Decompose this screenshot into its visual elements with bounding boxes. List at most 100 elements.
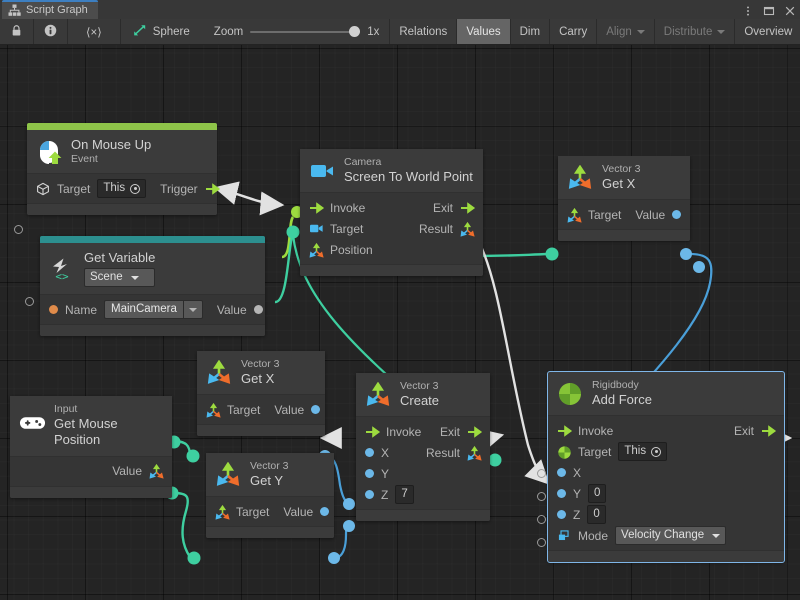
node-vector3-get-y[interactable]: Vector 3 Get Y Target Value [206, 453, 334, 539]
port-row-invoke[interactable]: Invoke Exit [300, 197, 483, 218]
input-socket[interactable] [25, 297, 34, 306]
zoom-control[interactable]: Zoom 1x [204, 19, 391, 44]
node-header: <> Get Variable Scene [40, 243, 265, 296]
x-input-socket[interactable] [537, 469, 546, 478]
zoom-slider[interactable] [250, 26, 361, 38]
node-vector3-get-x-top[interactable]: Vector 3 Get X Target Value [558, 156, 690, 242]
target-field[interactable]: This [97, 179, 147, 199]
port-row-x[interactable]: X [548, 462, 784, 483]
y-input-dot[interactable] [557, 489, 566, 499]
x-input-dot[interactable] [365, 448, 374, 458]
port-label-y: Y [381, 466, 390, 481]
toolbar-button-dim[interactable]: Dim [511, 19, 551, 44]
z-value-field[interactable]: 7 [395, 485, 414, 505]
port-row-z[interactable]: Z 0 [548, 504, 784, 525]
value-output-dot[interactable] [672, 210, 682, 220]
port-row-mode[interactable]: Mode Velocity Change [548, 525, 784, 546]
port-row-value[interactable]: Value [10, 461, 172, 482]
vector3-icon [460, 221, 475, 237]
port-row-target[interactable]: Target Value [206, 501, 334, 522]
port-row-target[interactable]: Target Result [300, 218, 483, 239]
port-row-name[interactable]: Name MainCamera Value [40, 299, 265, 320]
node-type-label: Add Force [592, 392, 652, 408]
port-row-x[interactable]: X Result [356, 442, 490, 463]
kebab-menu-icon[interactable] [742, 4, 754, 16]
z-input-socket[interactable] [537, 515, 546, 524]
toolbar-button-align[interactable]: Align [597, 19, 655, 44]
value-output-dot[interactable] [311, 405, 321, 415]
port-row-target[interactable]: Target This [548, 441, 784, 462]
toolbar-button-distribute[interactable]: Distribute [655, 19, 736, 44]
close-icon[interactable] [784, 4, 796, 16]
zoom-slider-track [250, 30, 361, 33]
enum-icon [557, 529, 571, 543]
variable-kind-dropdown[interactable]: Scene [84, 268, 156, 288]
graph-canvas[interactable]: On Mouse Up Event Target This [0, 45, 800, 600]
port-label-target: Target [57, 181, 91, 196]
vector3-icon [215, 504, 230, 520]
port-row-target[interactable]: Target Value [558, 204, 690, 225]
mode-input-socket[interactable] [537, 538, 546, 547]
y-value: 0 [594, 487, 601, 500]
chevron-down-icon[interactable] [182, 300, 203, 320]
node-footer [356, 509, 490, 522]
toolbar-button-overview[interactable]: Overview [735, 19, 800, 44]
z-input-dot[interactable] [557, 510, 566, 520]
port-label-invoke: Invoke [578, 423, 614, 438]
port-row-target[interactable]: Target Value [197, 399, 325, 420]
port-row-invoke[interactable]: Invoke Exit [356, 421, 490, 442]
node-get-variable[interactable]: <> Get Variable Scene Name MainCamera [25, 236, 265, 337]
x-input-dot[interactable] [557, 468, 566, 478]
port-row-y[interactable]: Y [356, 463, 490, 484]
node-vector3-create[interactable]: Vector 3 Create Invoke Exit [356, 373, 490, 522]
flow-arrow-icon [309, 201, 325, 215]
node-header: Input Get Mouse Position [10, 396, 172, 457]
node-camera-screen-to-world-point[interactable]: Camera Screen To World Point Invoke Exit [300, 149, 483, 277]
y-value-field[interactable]: 0 [588, 484, 607, 504]
z-value-field[interactable]: 0 [587, 505, 606, 525]
value-output-dot[interactable] [253, 305, 263, 315]
lock-button[interactable] [0, 19, 34, 44]
zoom-slider-handle[interactable] [349, 26, 361, 37]
z-input-dot[interactable] [365, 490, 374, 500]
node-header: Vector 3 Get X [558, 156, 690, 201]
port-label-invoke: Invoke [386, 424, 422, 439]
name-input-dot[interactable] [49, 305, 58, 315]
node-header: Vector 3 Create [356, 373, 490, 418]
toolbar-button-relations[interactable]: Relations [390, 19, 458, 44]
tab-script-graph[interactable]: Script Graph [2, 0, 98, 19]
port-row-invoke[interactable]: Invoke Exit [548, 420, 784, 441]
y-input-dot[interactable] [365, 469, 374, 479]
port-row-target[interactable]: Target This Trigger [27, 178, 220, 199]
node-on-mouse-up[interactable]: On Mouse Up Event Target This [14, 123, 220, 234]
node-type-label: Get X [602, 176, 636, 192]
target-field[interactable]: This [618, 442, 668, 462]
graph-object-chip[interactable]: Sphere [121, 19, 204, 44]
toolbar-button-carry[interactable]: Carry [550, 19, 598, 44]
maximize-icon[interactable] [763, 4, 775, 16]
target-field-value: This [624, 445, 647, 458]
node-footer [10, 485, 172, 498]
port-row-y[interactable]: Y 0 [548, 483, 784, 504]
y-input-socket[interactable] [537, 492, 546, 501]
port-row-z[interactable]: Z 7 [356, 484, 490, 505]
info-button[interactable] [34, 19, 68, 44]
port-label-invoke: Invoke [330, 200, 366, 215]
port-label-result: Result [425, 445, 460, 460]
code-toggle-button[interactable]: ⟨×⟩ [68, 19, 121, 44]
port-row-position[interactable]: Position [300, 239, 483, 260]
node-vector3-get-x-bottom[interactable]: Vector 3 Get X Target Value [197, 351, 325, 437]
object-picker-icon[interactable] [651, 446, 662, 457]
object-picker-icon[interactable] [130, 183, 141, 194]
tab-label: Script Graph [26, 4, 88, 16]
input-socket[interactable] [14, 225, 23, 234]
chevron-down-icon [717, 29, 726, 34]
value-output-dot[interactable] [320, 507, 330, 517]
mode-dropdown[interactable]: Velocity Change [615, 526, 727, 546]
node-input-get-mouse-position[interactable]: Input Get Mouse Position Value [10, 396, 172, 498]
variable-name-field[interactable]: MainCamera [104, 300, 203, 320]
cube-icon [36, 182, 50, 196]
node-header: Vector 3 Get Y [206, 453, 334, 498]
node-rigidbody-add-force[interactable]: Rigidbody Add Force Invoke Exit [547, 370, 785, 564]
toolbar-button-values[interactable]: Values [457, 19, 511, 44]
